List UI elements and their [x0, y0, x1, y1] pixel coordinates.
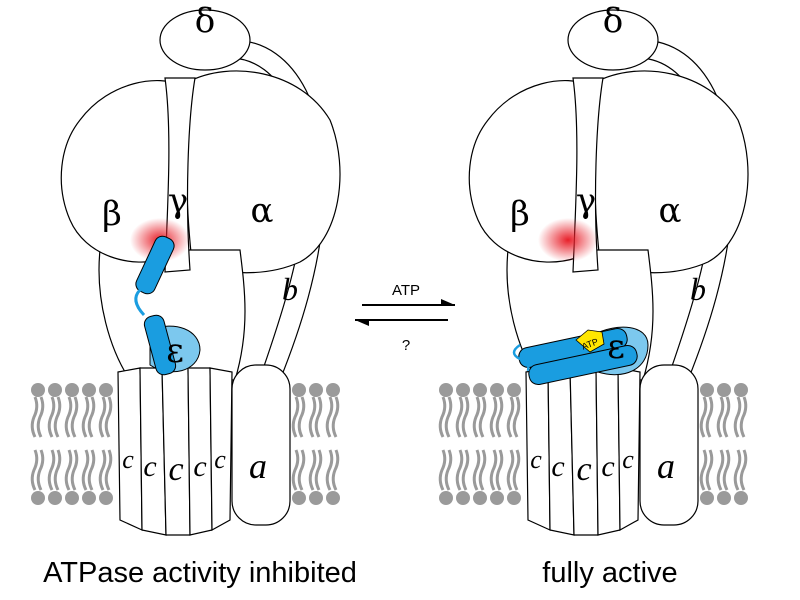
label-alpha: α: [659, 191, 682, 231]
epsilon-subunit-compact: ATP: [512, 326, 649, 386]
active-state: ATP δ β γ α b ε c c c c c a fully active: [439, 1, 748, 589]
label-epsilon: ε: [166, 331, 184, 371]
forward-label: ATP: [392, 282, 420, 299]
atp-molecule-icon: [575, 329, 605, 353]
epsilon-subunit-extended: [134, 235, 201, 376]
label-b: b: [282, 271, 298, 307]
label-a: a: [657, 446, 675, 486]
label-c: c: [576, 451, 591, 488]
caption-inhibited: ATPase activity inhibited: [43, 557, 357, 589]
label-gamma: γ: [168, 181, 188, 221]
reverse-label: ?: [402, 337, 410, 354]
label-beta: β: [102, 194, 122, 234]
reverse-arrowhead: [355, 320, 369, 326]
label-c: c: [168, 451, 183, 488]
label-c: c: [214, 445, 226, 474]
forward-arrowhead: [441, 299, 455, 305]
equilibrium-arrows: ATP ?: [355, 282, 455, 354]
label-b: b: [690, 271, 706, 307]
label-gamma: γ: [576, 181, 596, 221]
label-c: c: [143, 450, 156, 483]
label-delta: δ: [195, 1, 215, 41]
label-c: c: [601, 450, 614, 483]
label-c: c: [551, 450, 564, 483]
label-c: c: [122, 445, 134, 474]
label-beta: β: [510, 194, 530, 234]
inhibited-state: δ β γ α b ε c c c c c a ATPase activity …: [31, 1, 357, 589]
label-a: a: [249, 446, 267, 486]
label-epsilon: ε: [607, 327, 625, 367]
label-alpha: α: [251, 191, 274, 231]
label-delta: δ: [603, 1, 623, 41]
label-c: c: [193, 450, 206, 483]
caption-active: fully active: [542, 557, 677, 589]
label-c: c: [622, 445, 634, 474]
label-c: c: [530, 445, 542, 474]
